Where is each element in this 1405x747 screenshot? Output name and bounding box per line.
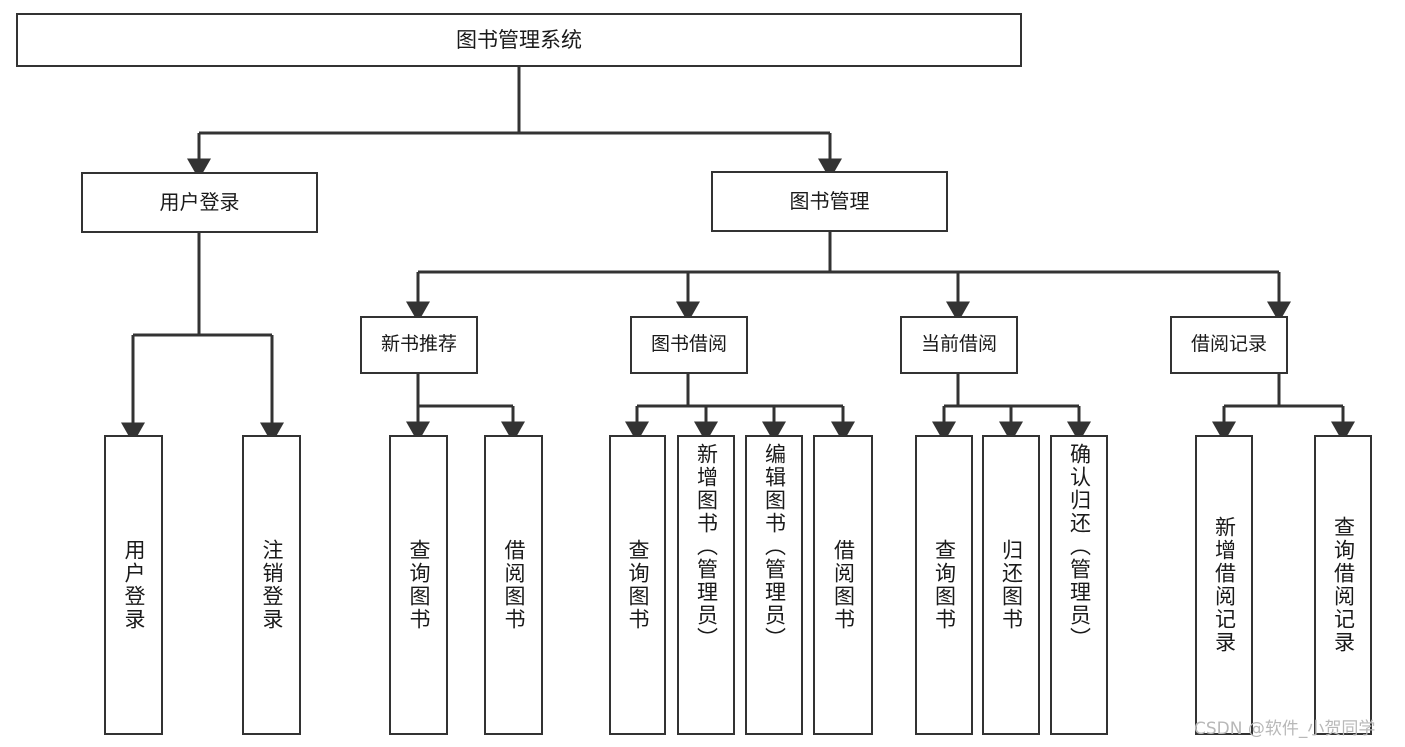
leaf-logout[interactable]: 注销登录 <box>242 435 301 735</box>
leaf-borrow-borrow-book-label: 借阅图书 <box>831 539 856 631</box>
leaf-recommend-borrow-book[interactable]: 借阅图书 <box>484 435 543 735</box>
leaf-recommend-query-book[interactable]: 查询图书 <box>389 435 448 735</box>
leaf-confirm-return-admin-label: 确认归还（管理员） <box>1067 443 1092 650</box>
leaf-return-book[interactable]: 归还图书 <box>982 435 1040 735</box>
node-root[interactable]: 图书管理系统 <box>16 13 1022 67</box>
leaf-borrow-query-book[interactable]: 查询图书 <box>609 435 666 735</box>
leaf-edit-book-admin-label: 编辑图书（管理员） <box>762 443 787 650</box>
leaf-confirm-return-admin[interactable]: 确认归还（管理员） <box>1050 435 1108 735</box>
leaf-edit-book-admin[interactable]: 编辑图书（管理员） <box>745 435 803 735</box>
leaf-current-query-book[interactable]: 查询图书 <box>915 435 973 735</box>
leaf-user-login[interactable]: 用户登录 <box>104 435 163 735</box>
node-user-login-label: 用户登录 <box>159 190 240 214</box>
node-book-borrow-label: 图书借阅 <box>650 333 727 356</box>
node-book-management-label: 图书管理 <box>789 189 870 213</box>
node-book-borrow[interactable]: 图书借阅 <box>630 316 748 374</box>
node-current-borrow[interactable]: 当前借阅 <box>900 316 1018 374</box>
node-new-book-recommend[interactable]: 新书推荐 <box>360 316 478 374</box>
node-root-label: 图书管理系统 <box>456 27 582 52</box>
node-user-login[interactable]: 用户登录 <box>81 172 318 233</box>
leaf-borrow-query-book-label: 查询图书 <box>626 539 650 631</box>
leaf-add-borrow-record[interactable]: 新增借阅记录 <box>1195 435 1253 735</box>
node-current-borrow-label: 当前借阅 <box>920 333 997 356</box>
watermark: CSDN @软件_小贺同学 <box>1194 719 1376 739</box>
node-borrow-record[interactable]: 借阅记录 <box>1170 316 1288 374</box>
leaf-borrow-borrow-book[interactable]: 借阅图书 <box>813 435 873 735</box>
leaf-user-login-label: 用户登录 <box>122 539 146 631</box>
node-new-book-recommend-label: 新书推荐 <box>380 333 457 356</box>
leaf-query-borrow-record[interactable]: 查询借阅记录 <box>1314 435 1372 735</box>
leaf-recommend-query-book-label: 查询图书 <box>407 539 431 631</box>
leaf-add-book-admin-label: 新增图书（管理员） <box>694 443 719 650</box>
node-book-management[interactable]: 图书管理 <box>711 171 948 232</box>
leaf-return-book-label: 归还图书 <box>999 539 1024 631</box>
node-borrow-record-label: 借阅记录 <box>1190 333 1267 356</box>
leaf-add-borrow-record-label: 新增借阅记录 <box>1212 516 1237 654</box>
leaf-recommend-borrow-book-label: 借阅图书 <box>502 539 526 631</box>
leaf-current-query-book-label: 查询图书 <box>932 539 957 631</box>
leaf-logout-label: 注销登录 <box>260 539 284 631</box>
leaf-query-borrow-record-label: 查询借阅记录 <box>1331 516 1356 654</box>
leaf-add-book-admin[interactable]: 新增图书（管理员） <box>677 435 735 735</box>
